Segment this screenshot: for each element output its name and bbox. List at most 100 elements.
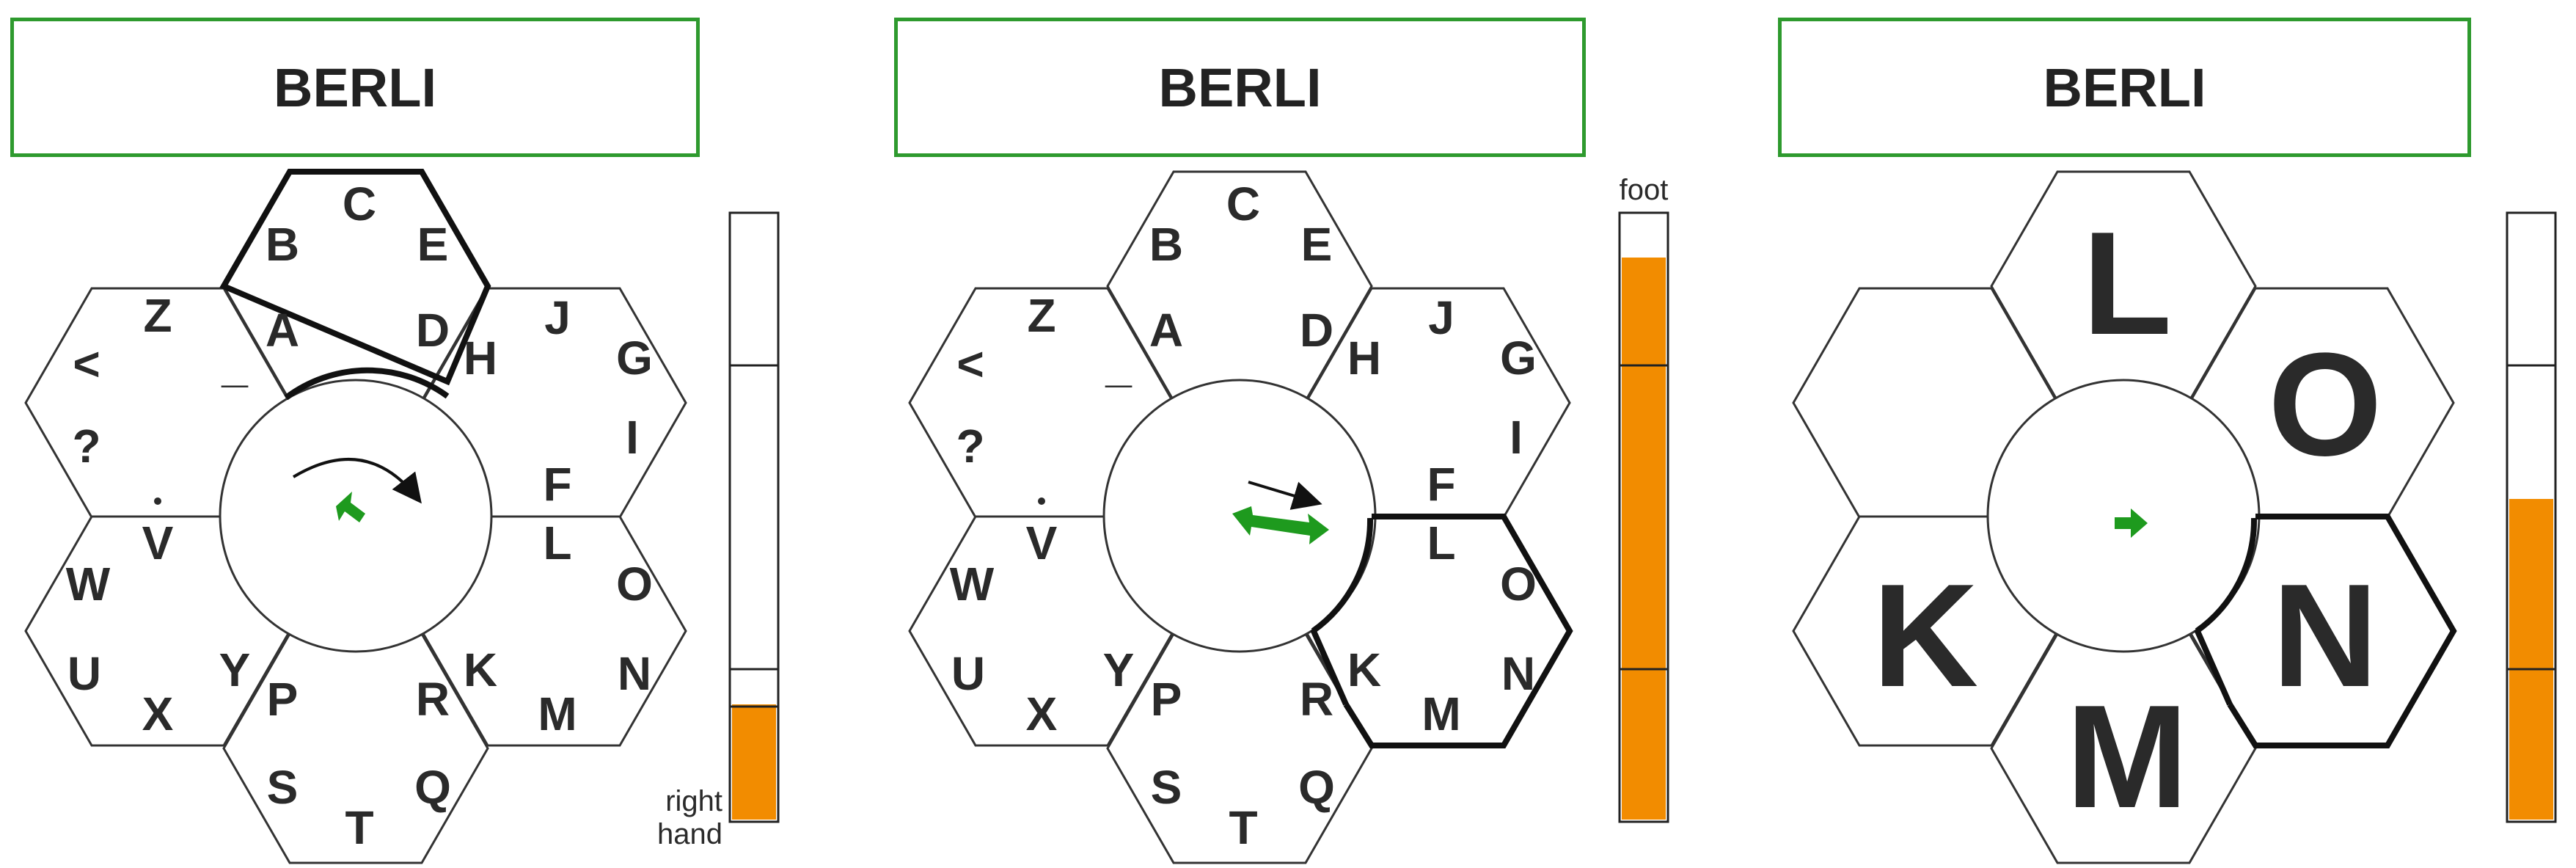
letter: E (417, 218, 449, 271)
text-box-3-label: BERLI (2043, 56, 2206, 118)
letter: D (1300, 304, 1333, 357)
selected-arc (284, 367, 450, 401)
dot-mark (154, 497, 161, 505)
dot-mark (1038, 497, 1045, 505)
letter: R (416, 673, 450, 726)
letter: A (1149, 304, 1183, 357)
letter: L (543, 517, 571, 569)
level-bar-2: foot (1618, 174, 1669, 823)
letter: G (1500, 332, 1537, 384)
letter: V (1026, 517, 1058, 569)
text-box-1: BERLI (10, 18, 700, 157)
panel-1: C B E A D Z < _ ? J G H I F V W U X Y L (24, 169, 780, 864)
letter: ? (956, 420, 984, 473)
letter: R (1300, 673, 1333, 726)
letter: P (267, 673, 299, 726)
selected-hex-outline (219, 169, 491, 386)
letter: M (1421, 688, 1460, 740)
letter: S (267, 761, 299, 814)
letters-top: C B E A D (1149, 178, 1333, 357)
letter: J (544, 291, 571, 344)
letter: C (343, 178, 376, 230)
letters-right-bottom: L O K N M (1347, 517, 1537, 740)
text-box-2: BERLI (894, 18, 1586, 157)
level-bar-3 (2506, 211, 2557, 823)
letter-large-top: L (2082, 202, 2172, 365)
letters-top: C B E A D (266, 178, 450, 357)
letter: Y (1103, 643, 1135, 696)
direction-arrow-icon (1232, 506, 1329, 544)
bar-fill (732, 704, 776, 820)
letter: N (1501, 647, 1535, 700)
letter: U (951, 647, 985, 700)
letter: F (543, 458, 571, 511)
letter: G (616, 332, 653, 384)
letter: Q (1298, 761, 1335, 814)
selected-arc (2195, 517, 2258, 634)
letters-bottom: P R S Q T (267, 673, 451, 854)
letter: L (1427, 517, 1455, 569)
letter: U (67, 647, 101, 700)
panel-3: L O K N M (1792, 170, 2557, 864)
bar-label-line2: hand (657, 818, 722, 850)
letter: E (1301, 218, 1333, 271)
letter: < (73, 338, 100, 390)
letter-large-left-bottom: K (1873, 554, 1978, 718)
motion-arrow-icon (1248, 481, 1322, 510)
letter: _ (1105, 339, 1133, 392)
letter: I (626, 411, 639, 464)
letters-bottom: P R S Q T (1151, 673, 1335, 854)
letter-large-bottom: M (2066, 675, 2189, 839)
letter: W (950, 558, 995, 610)
letter: P (1151, 673, 1182, 726)
letter: J (1428, 291, 1455, 344)
letter: T (1229, 801, 1257, 854)
letters-left-bottom: V W U X Y (950, 497, 1135, 740)
letter: F (1427, 458, 1455, 511)
letter: Z (1027, 289, 1055, 342)
letter: _ (221, 339, 249, 392)
bar-label-top: foot (1620, 174, 1669, 206)
letter: H (1347, 332, 1381, 384)
text-box-3: BERLI (1778, 18, 2471, 157)
text-box-1-label: BERLI (274, 56, 436, 118)
bar-fill (1622, 258, 1666, 820)
letter: < (956, 338, 984, 390)
letter: X (142, 688, 174, 740)
selected-edge (1310, 628, 1349, 706)
letter: Y (219, 643, 251, 696)
letter: M (538, 688, 577, 740)
letter: S (1151, 761, 1182, 814)
letter: Q (414, 761, 451, 814)
letter: D (416, 304, 450, 357)
letter: T (345, 801, 373, 854)
letters-left-top: Z < _ ? (72, 289, 249, 473)
letter: N (618, 647, 651, 700)
letters-right-bottom: L O K N M (464, 517, 653, 740)
level-bar-1: right hand (657, 211, 780, 850)
selected-hex-outline (2227, 514, 2457, 748)
selected-arc (1311, 517, 1374, 634)
letters-left-bottom: V W U X Y (66, 497, 251, 740)
direction-arrow-icon (336, 492, 365, 522)
letter: C (1226, 178, 1260, 230)
letter: B (266, 218, 299, 271)
bar-label-line1: right (665, 785, 722, 817)
letter-large-right-bottom: N (2272, 554, 2378, 718)
letters-left-top: Z < _ ? (956, 289, 1133, 473)
letter: V (142, 517, 174, 569)
text-box-2-label: BERLI (1158, 56, 1322, 118)
letters-right-top: J G H I F (1347, 291, 1537, 511)
letter: K (464, 643, 497, 696)
letter: X (1026, 688, 1058, 740)
letter: A (266, 304, 299, 357)
letters-right-top: J G H I F (464, 291, 653, 511)
letter: ? (72, 420, 100, 473)
letter: O (616, 558, 653, 610)
letter: Z (143, 289, 172, 342)
direction-arrow-icon (2115, 508, 2148, 538)
rotate-arrow-icon (292, 458, 422, 504)
letter: H (464, 332, 497, 384)
panel-2: C B E A D Z < _ ? J G H I F V W U X Y L (908, 170, 1669, 864)
